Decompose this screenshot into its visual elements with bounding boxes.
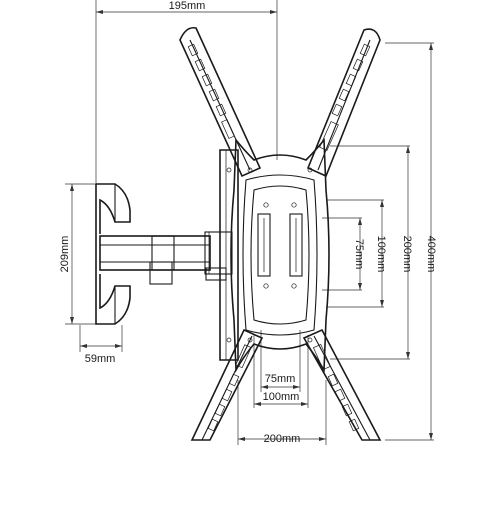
wall-plate: [95, 183, 131, 325]
dimension-top-width: 195mm: [95, 0, 278, 185]
slots-lower-left: [207, 344, 252, 432]
dimension-inner-v3: 200mm: [330, 145, 413, 360]
mount-holes: [247, 167, 313, 343]
dimension-inner-h2: 100mm: [253, 335, 309, 408]
label-inner-h2: 100mm: [263, 391, 300, 403]
arm-upper-right: [306, 28, 381, 178]
swing-arm: [99, 231, 233, 285]
center-slots: [257, 213, 303, 277]
slots-lower-right: [313, 343, 360, 432]
slots-upper-right: [319, 43, 371, 151]
label-inner-v1: 75mm: [353, 239, 365, 270]
dimension-bracket-height: 209mm: [59, 183, 100, 325]
label-bracket-height: 209mm: [59, 236, 71, 273]
arm-lower-left: [190, 328, 264, 441]
slots-upper-left: [187, 43, 235, 139]
arm-upper-left: [179, 26, 262, 178]
dimension-outer-v: 400mm: [385, 42, 437, 441]
label-outer-v: 400mm: [425, 236, 437, 273]
center-plate: [230, 137, 330, 373]
label-inner-h1: 75mm: [265, 373, 296, 385]
label-inner-h3: 200mm: [264, 433, 301, 445]
arm-lower-right: [302, 328, 382, 441]
dimension-inner-h1: 75mm: [260, 330, 301, 392]
label-wall-depth: 59mm: [85, 353, 116, 365]
label-inner-v3: 200mm: [401, 236, 413, 273]
mount-rail: [219, 149, 239, 361]
dimension-inner-h3: 200mm: [237, 380, 327, 445]
label-inner-v2: 100mm: [375, 236, 387, 273]
label-top-width: 195mm: [169, 0, 206, 12]
dimension-wall-depth: 59mm: [79, 325, 123, 365]
dimension-inner-v2: 100mm: [326, 199, 387, 308]
